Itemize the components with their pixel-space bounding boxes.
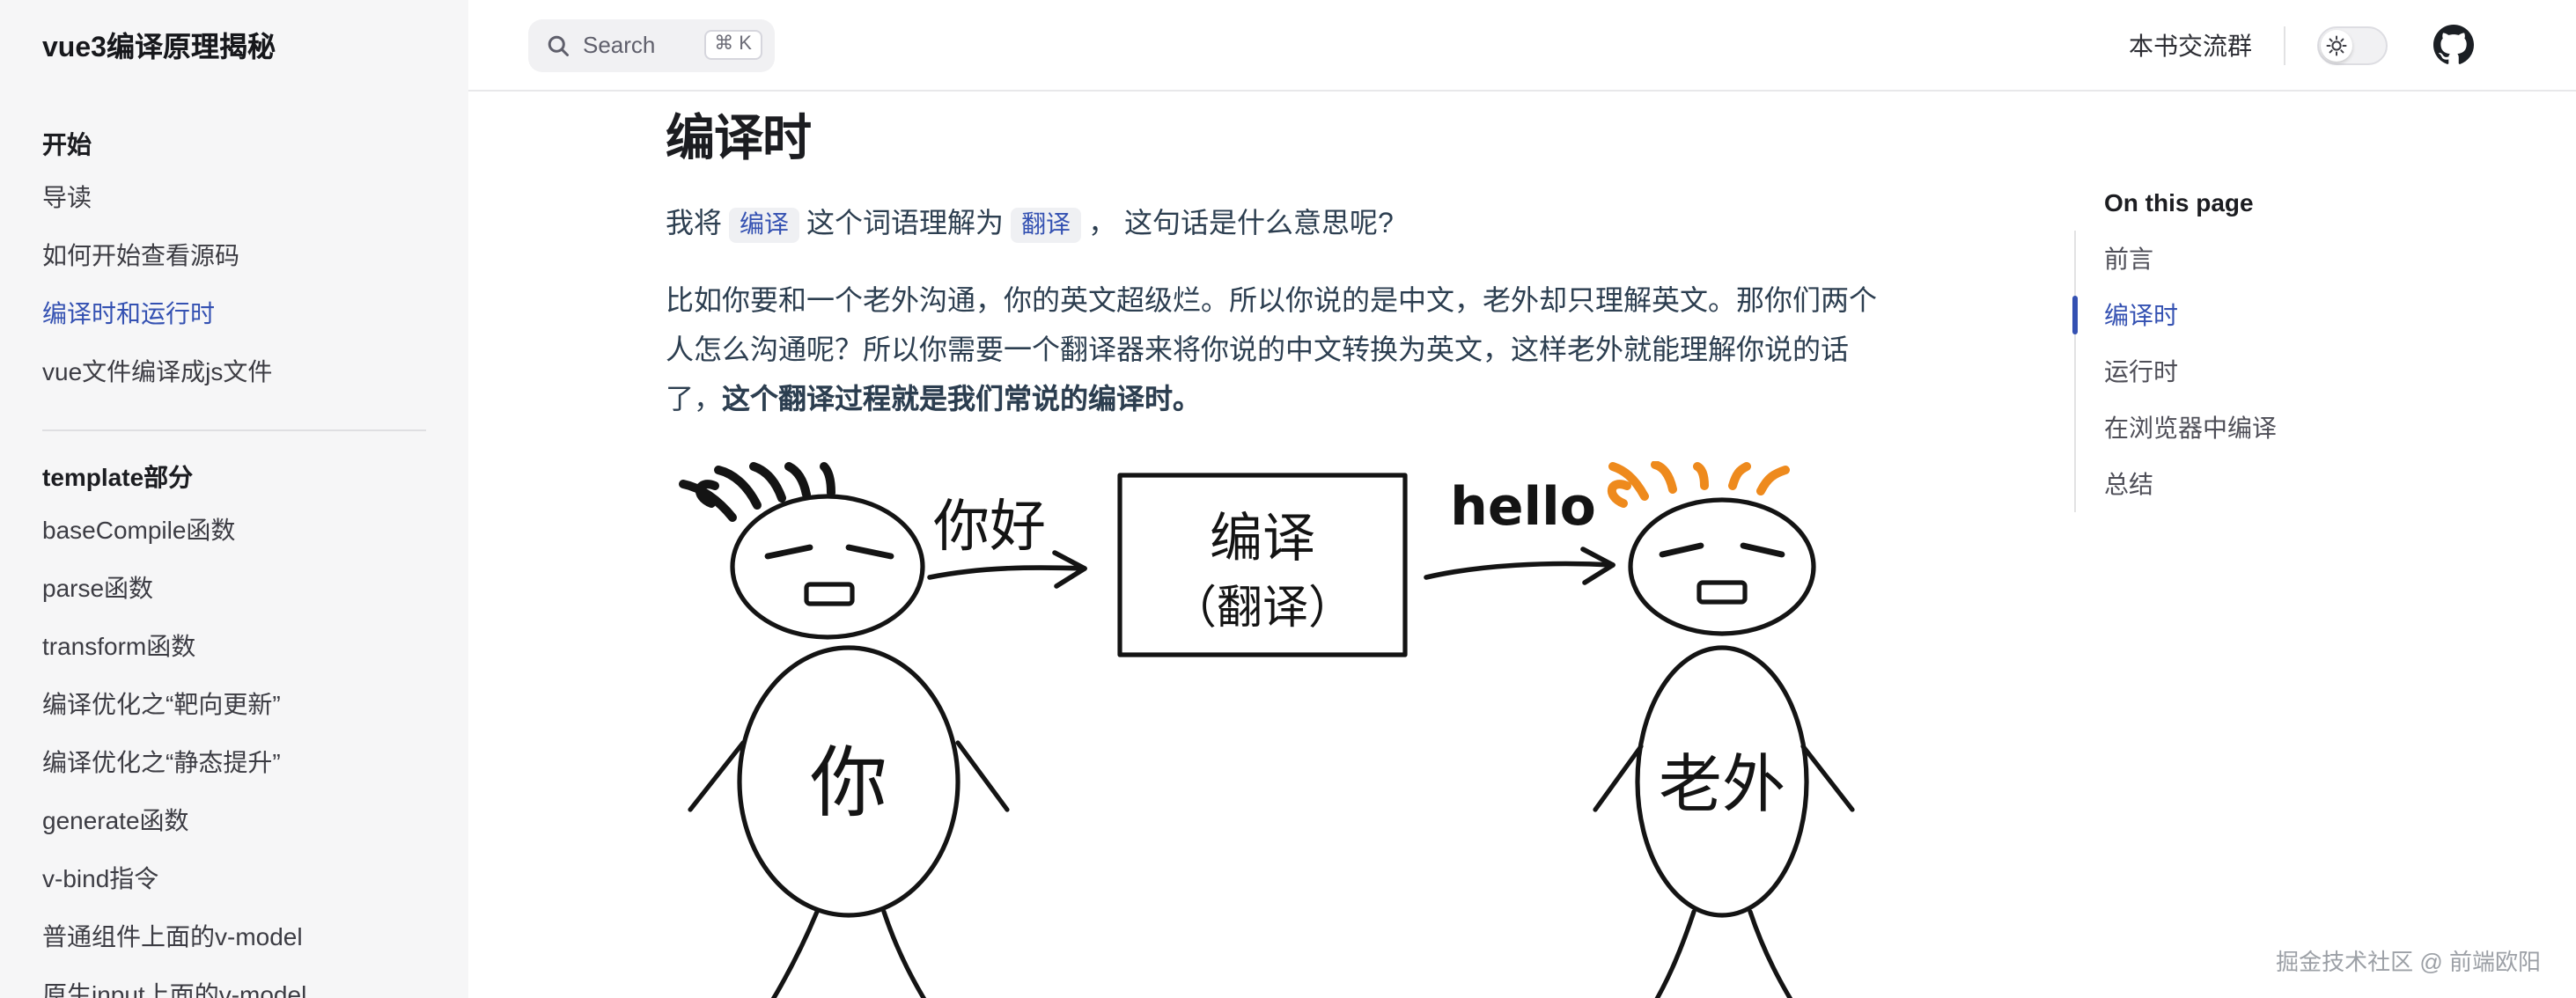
sidebar-item[interactable]: 编译优化之“靶向更新”	[42, 690, 281, 718]
sidebar-group-title: 开始	[42, 130, 92, 158]
outline-item[interactable]: 总结	[2104, 470, 2153, 498]
compile-box-line2: （翻译）	[1171, 582, 1354, 635]
left-figure-label: 你	[810, 737, 887, 828]
sidebar-item[interactable]: baseCompile函数	[42, 516, 236, 544]
sidebar-item[interactable]: 原生input上面的v-model	[42, 980, 307, 998]
right-figure-body	[1593, 645, 1855, 998]
watermark: 掘金技术社区 @ 前端欧阳	[2276, 949, 2541, 975]
sidebar-item[interactable]: vue文件编译成js文件	[42, 357, 273, 385]
search-label: Search	[583, 32, 656, 58]
paragraph-1: 我将编译这个词语理解为翻译， 这句话是什么意思呢?	[666, 201, 1877, 250]
search-input[interactable]: Search ⌘ K	[528, 18, 775, 71]
sidebar-item[interactable]: generate函数	[42, 806, 189, 834]
inline-code: 翻译	[1011, 208, 1082, 243]
left-figure-body	[688, 645, 1010, 998]
outline-item[interactable]: 在浏览器中编译	[2104, 414, 2277, 442]
outline-item[interactable]: 前言	[2104, 245, 2153, 273]
compile-box-line1: 编译	[1210, 508, 1315, 569]
sidebar-item[interactable]: v-bind指令	[42, 864, 159, 892]
outline-panel: On this page 前言 编译时 运行时 在浏览器中编译 总结	[2072, 92, 2567, 512]
right-figure-hair	[1608, 461, 1790, 508]
inline-code: 编译	[729, 208, 800, 243]
sidebar-item[interactable]: transform函数	[42, 632, 196, 660]
p1-suffix: ， 这句话是什么意思呢?	[1088, 209, 1394, 239]
sidebar-item-active[interactable]: 编译时和运行时	[42, 299, 215, 327]
outline-item[interactable]: 运行时	[2104, 357, 2178, 385]
search-shortcut: ⌘ K	[703, 30, 762, 60]
main-content: 编译时 我将编译这个词语理解为翻译， 这句话是什么意思呢? 比如你要和一个老外沟…	[666, 92, 1877, 998]
paragraph-2: 比如你要和一个老外沟通，你的英文超级烂。所以你说的是中文，老外却只理解英文。那你…	[666, 278, 1877, 426]
theme-toggle[interactable]	[2317, 26, 2388, 64]
outline-list: 前言 编译时 运行时 在浏览器中编译 总结	[2072, 231, 2567, 512]
sidebar-item[interactable]: parse函数	[42, 574, 154, 602]
compile-illustration: 你 你好 编译 （翻译）	[666, 461, 1877, 998]
navbar-divider	[2284, 26, 2285, 64]
p2-bold: 这个翻译过程就是我们常说的编译时。	[722, 385, 1202, 415]
p1-mid: 这个词语理解为	[806, 209, 1005, 239]
sidebar-item[interactable]: 如何开始查看源码	[42, 241, 239, 269]
site-title[interactable]: vue3编译原理揭秘	[42, 33, 276, 63]
sidebar-group-title: template部分	[42, 463, 194, 491]
left-figure-hair	[679, 462, 835, 522]
outline-title: On this page	[2104, 188, 2254, 216]
page-title: 编译时	[666, 111, 812, 165]
nav-link-group[interactable]: 本书交流群	[2129, 31, 2252, 59]
left-speech-text: 你好	[933, 495, 1046, 560]
p1-prefix: 我将	[666, 209, 723, 239]
arrow-box-to-right	[1424, 547, 1616, 585]
right-figure-head	[1628, 497, 1816, 636]
github-icon[interactable]	[2433, 25, 2474, 65]
sidebar-item[interactable]: 普通组件上面的v-model	[42, 922, 303, 950]
navbar: Search ⌘ K 本书交流群	[468, 0, 2576, 92]
compile-box: 编译 （翻译）	[1117, 473, 1408, 657]
left-figure-head	[730, 494, 925, 640]
sun-icon	[2321, 29, 2352, 61]
sidebar-item[interactable]: 编译优化之“静态提升”	[42, 748, 281, 776]
right-figure-label: 老外	[1659, 747, 1785, 821]
navbar-right: 本书交流群	[2129, 25, 2474, 65]
outline-active-marker	[2072, 296, 2078, 334]
sidebar-item[interactable]: 导读	[42, 183, 92, 211]
arrow-left-to-box	[927, 550, 1087, 589]
outline-item-active[interactable]: 编译时	[2104, 301, 2178, 329]
search-icon	[546, 33, 570, 57]
p2-text: 比如你要和一个老外沟通，你的英文超级烂。所以你说的是中文，老外却只理解英文。那你…	[666, 287, 1878, 415]
sidebar-group-start: 开始 导读 如何开始查看源码 编译时和运行时 vue文件编译成js文件	[42, 120, 426, 429]
sidebar: vue3编译原理揭秘 开始 导读 如何开始查看源码 编译时和运行时 vue文件编…	[0, 0, 468, 998]
right-speech-text: hello	[1450, 476, 1596, 538]
sidebar-group-template: template部分 baseCompile函数 parse函数 transfo…	[42, 429, 426, 998]
